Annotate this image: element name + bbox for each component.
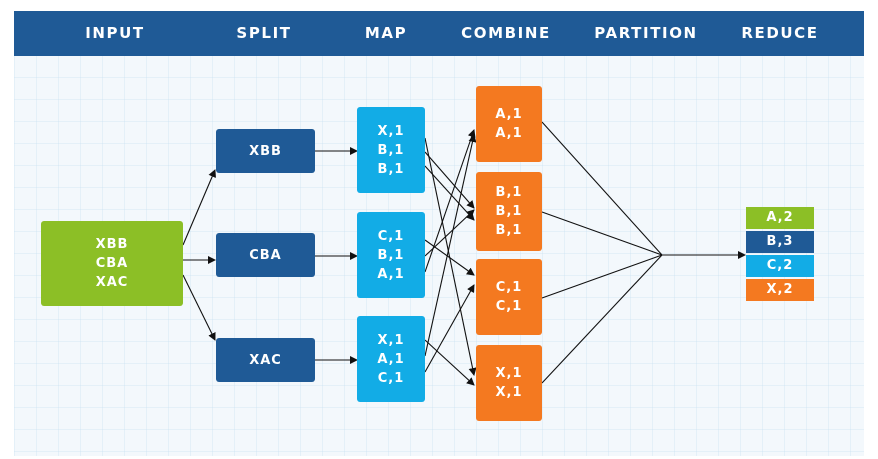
map-pair: X,1 [377,123,405,139]
stage-label-partition: PARTITION [594,24,698,42]
combine-pair: C,1 [495,299,523,314]
reduce-row-c: C,2 [746,255,814,277]
arrow-map-combine-1 [424,137,477,376]
combine-box-4: X,1 X,1 [476,345,542,421]
arrow-map-combine-6 [424,129,476,273]
combine-pair: C,1 [495,280,523,295]
combine-box-2: B,1 B,1 B,1 [476,172,542,251]
arrow-map-combine-3 [424,165,475,221]
arrow-map-combine-7 [424,339,475,386]
combine-box-1: A,1 A,1 [476,86,542,162]
reduce-row-a: A,2 [746,207,814,229]
split-box-1: XBB [216,129,315,173]
combine-pair: A,1 [495,107,523,122]
line-combine-partition-1 [541,121,663,256]
line-combine-partition-3 [541,254,663,299]
stage-label-map: MAP [364,24,408,42]
reduce-row-x: X,2 [746,279,814,301]
stage-header-bar: INPUT SPLIT MAP COMBINE PARTITION REDUCE [14,11,864,56]
map-box-1: X,1 B,1 B,1 [357,107,425,193]
split-label: XAC [249,352,282,368]
stage-label-input: INPUT [85,24,145,42]
arrow-input-split-1 [182,169,216,246]
split-box-3: XAC [216,338,315,382]
stage-label-split: SPLIT [236,24,292,42]
combine-pair: B,1 [495,223,523,238]
split-label: XBB [249,143,282,159]
map-pair: B,1 [377,142,405,158]
combine-pair: X,1 [495,366,523,381]
map-pair: B,1 [377,161,405,177]
split-box-2: CBA [216,233,315,277]
line-combine-partition-4 [541,254,663,384]
map-pair: A,1 [377,351,405,367]
map-pair: X,1 [377,332,405,348]
map-pair: B,1 [377,247,405,263]
arrow-map-combine-4 [424,239,475,276]
input-line: XAC [95,275,129,290]
arrow-map-combine-2 [424,151,475,209]
arrow-map-combine-9 [424,284,475,373]
combine-pair: A,1 [495,126,523,141]
stage-label-reduce: REDUCE [741,24,819,42]
arrow-input-split-3 [182,274,216,341]
map-pair: A,1 [377,266,405,282]
map-box-3: X,1 A,1 C,1 [357,316,425,402]
combine-pair: X,1 [495,385,523,400]
input-line: CBA [95,256,129,271]
split-label: CBA [249,247,282,263]
reduce-row-b: B,3 [746,231,814,253]
line-combine-partition-2 [541,211,663,256]
combine-pair: B,1 [495,204,523,219]
background-pattern [14,56,864,456]
combine-pair: B,1 [495,185,523,200]
map-box-2: C,1 B,1 A,1 [357,212,425,298]
input-box: XBB CBA XAC [41,221,183,306]
input-line: XBB [95,237,129,252]
stage-label-combine: COMBINE [461,24,551,42]
map-pair: C,1 [377,370,405,386]
map-pair: C,1 [377,228,405,244]
combine-box-3: C,1 C,1 [476,259,542,335]
arrow-map-combine-8 [424,134,477,357]
